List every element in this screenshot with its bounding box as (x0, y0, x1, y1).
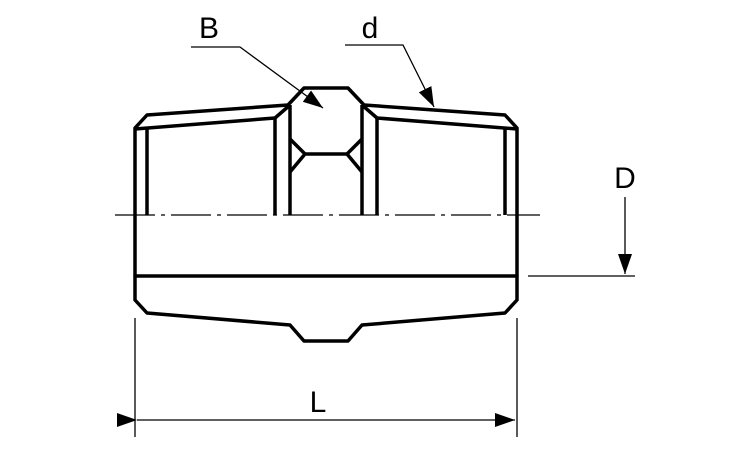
section-fill (133, 274, 519, 343)
leader-d (345, 44, 435, 108)
upper-outline (133, 86, 519, 276)
leader-B (191, 46, 324, 109)
label-B: B (199, 12, 219, 45)
left-thread-line (134, 103, 292, 131)
right-thread-line (360, 103, 518, 131)
vertical-edges (145, 105, 507, 215)
label-d: d (362, 12, 379, 45)
label-L: L (310, 386, 327, 419)
label-D: D (614, 162, 636, 195)
hex-flat-lines (288, 137, 364, 174)
